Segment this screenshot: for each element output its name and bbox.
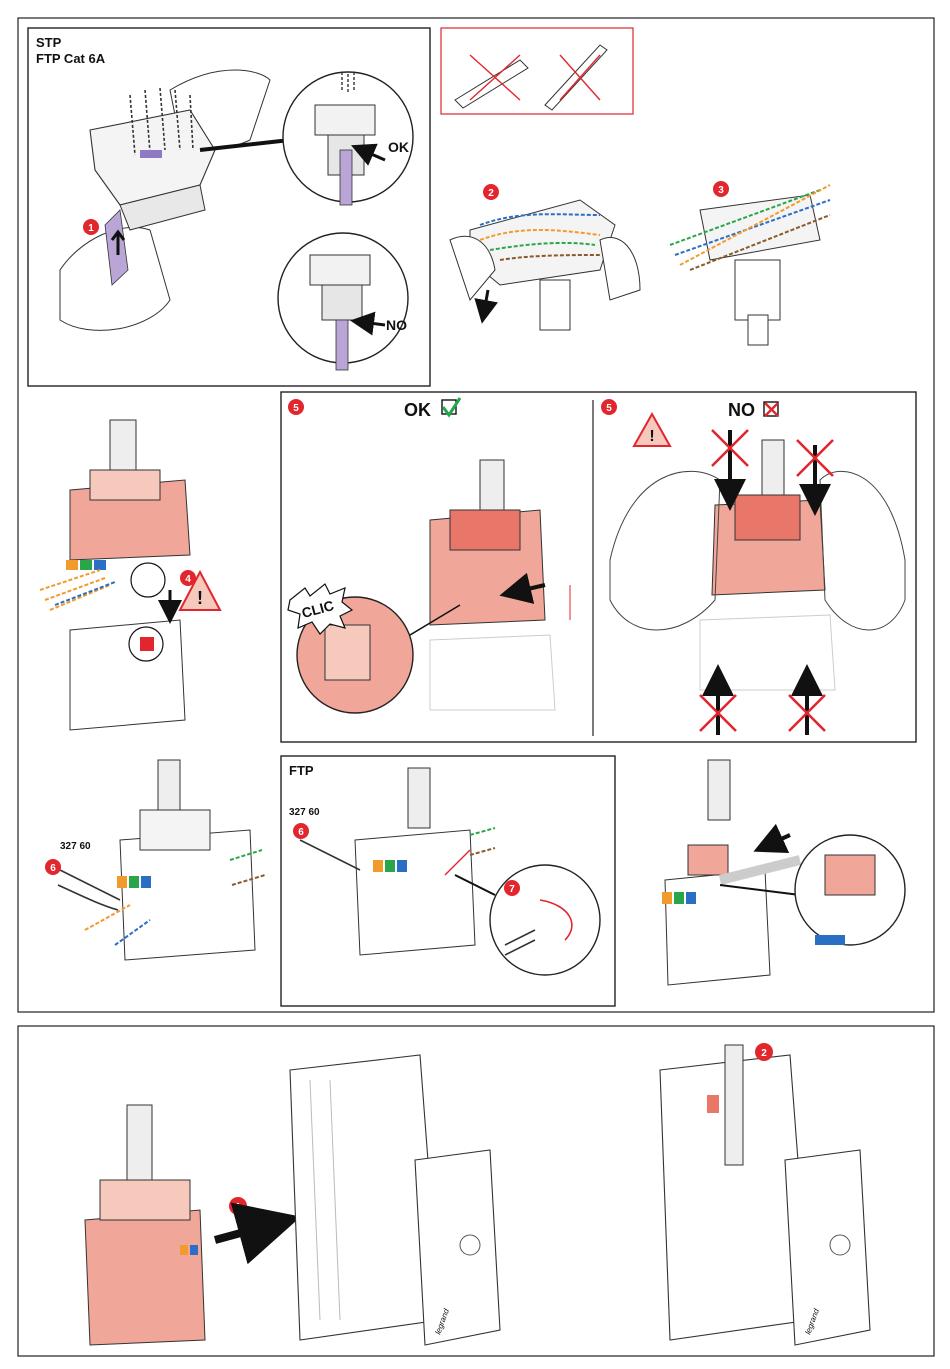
- step-5-no-number: 5: [606, 403, 612, 414]
- step-6-ftp-number: 6: [298, 827, 304, 838]
- step-2-illustration: [449, 199, 641, 331]
- no-title: NO: [728, 400, 755, 420]
- tools-not-allowed-panel: [440, 27, 634, 115]
- step-6-ftp-badge: [293, 823, 309, 839]
- step-1-number: 1: [88, 223, 94, 234]
- step-3-number: 3: [718, 185, 724, 196]
- ok-click-illustration: [296, 459, 571, 714]
- step-7-badge: [504, 880, 520, 896]
- ftp-title: FTP: [289, 763, 314, 778]
- svg-text:!: !: [649, 428, 654, 445]
- step-5-no-badge: [601, 399, 617, 415]
- bottom-frame-assembled: legrand: [659, 1044, 871, 1346]
- left-ref-label: 327 60: [60, 841, 91, 852]
- step-5-ok-badge: [288, 399, 304, 415]
- ftp-panel: FTP 327 60 6 7: [280, 755, 616, 1007]
- ftp-cat6a-title: FTP Cat 6A: [36, 51, 106, 66]
- svg-text:!: !: [197, 588, 203, 608]
- step-2-badge: [483, 184, 499, 200]
- stp-panel: STP FTP Cat 6A 1 OK: [27, 27, 431, 387]
- ok-title: OK: [404, 400, 431, 420]
- step-4-illustration: !: [39, 419, 222, 731]
- step-3-badge: [713, 181, 729, 197]
- no-label: NO: [386, 317, 407, 333]
- screwdriver-icon: [544, 44, 608, 111]
- bottom-step-1-number: 1: [235, 1202, 241, 1213]
- step-6-left-illustration: [57, 759, 266, 961]
- bottom-step-2-number: 2: [761, 1048, 767, 1059]
- step-4-number: 4: [185, 574, 191, 585]
- step-6-left-badge: [45, 859, 61, 875]
- top-section-frame: [17, 17, 935, 1013]
- cap-pressing-illustration: [662, 759, 906, 986]
- insert-arrow-icon: [213, 1202, 301, 1265]
- ok-label: OK: [388, 139, 409, 155]
- no-cross-icon: [763, 401, 779, 417]
- ftp-ref-label: 327 60: [289, 807, 320, 818]
- stp-connector-illustration: [59, 69, 291, 331]
- punch-down-tool-icon: [454, 54, 529, 109]
- stp-title: STP: [36, 35, 62, 50]
- step-7-number: 7: [509, 884, 515, 895]
- no-detail-magnifier: [277, 232, 409, 371]
- bottom-pink-module: [84, 1104, 206, 1346]
- ok-detail-magnifier: [282, 71, 414, 206]
- step-5-ok-number: 5: [293, 403, 299, 414]
- bottom-step-2-badge: [755, 1043, 773, 1061]
- clic-burst: CLIC: [287, 583, 354, 635]
- ftp-connector-illustration: [299, 767, 601, 976]
- step-6-left-number: 6: [50, 863, 56, 874]
- step-4-badge: [180, 570, 196, 586]
- no-press-illustration: [609, 429, 906, 735]
- step-5-panel: 5 OK CLIC 5 NO: [280, 391, 917, 743]
- bottom-section-frame: [17, 1025, 935, 1357]
- warning-icon: !: [632, 411, 672, 447]
- bottom-frame-empty: legrand: [289, 1054, 501, 1346]
- ok-check-icon: [441, 397, 462, 418]
- step-1-badge: [83, 219, 99, 235]
- step-2-number: 2: [488, 188, 494, 199]
- step-3-illustration: [669, 184, 831, 346]
